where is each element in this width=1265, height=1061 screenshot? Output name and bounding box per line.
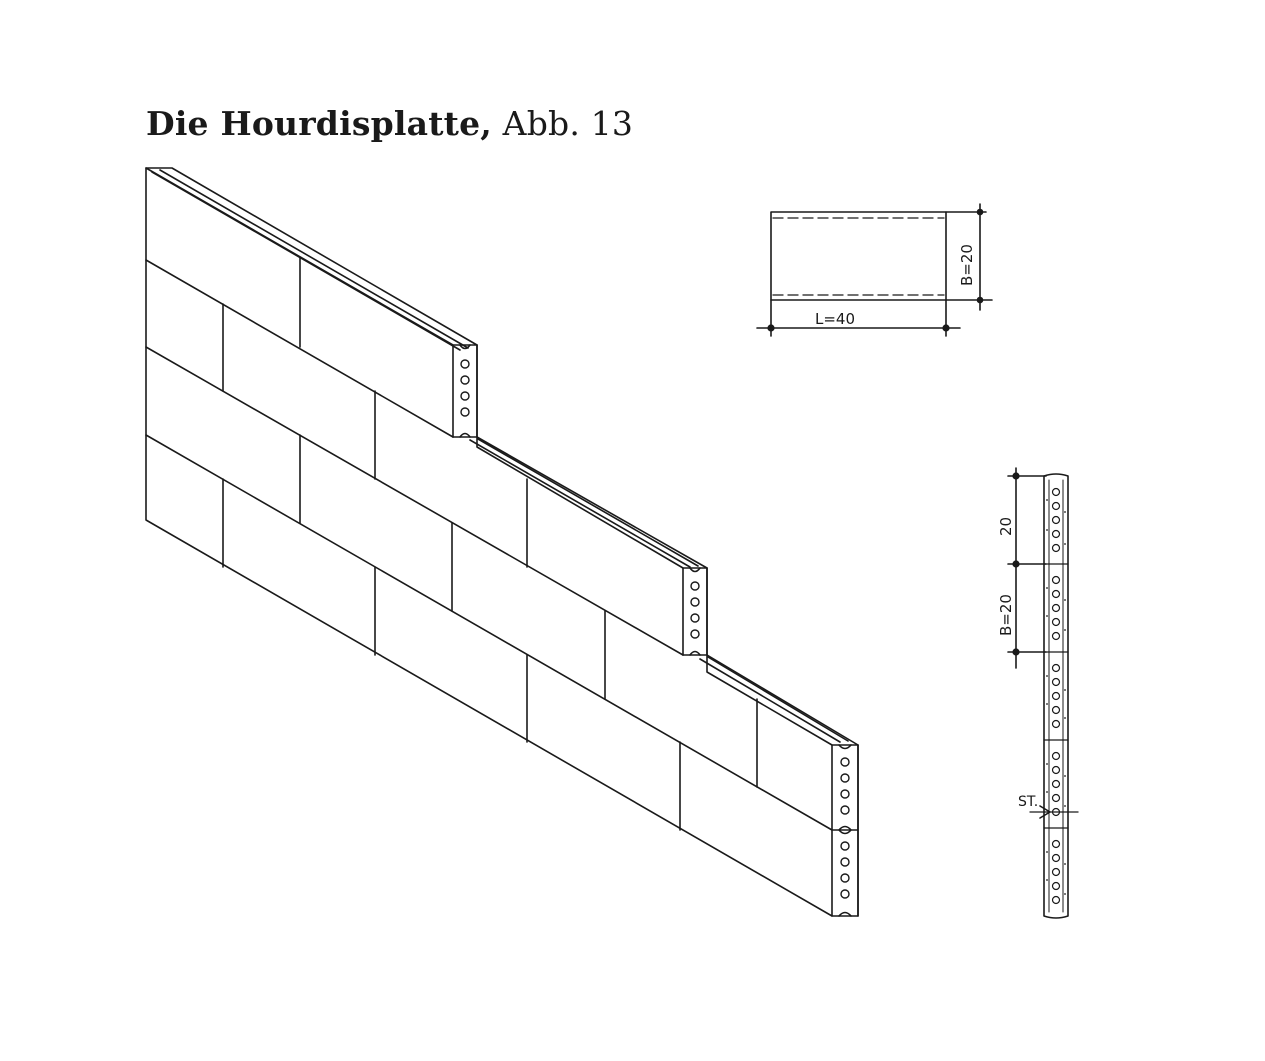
wall-outline (145, 167, 859, 917)
end-face-top (452, 344, 478, 438)
end-face-holes-bottom (840, 757, 850, 899)
section-outline (1043, 473, 1069, 919)
section-holes (1051, 487, 1061, 905)
section-top-label: 20 (997, 517, 1015, 536)
section-view (1007, 467, 1079, 919)
end-face-bottom (831, 744, 859, 917)
plan-width-label: B=20 (958, 244, 976, 286)
plan-length-label: L=40 (815, 310, 855, 328)
section-middle-label: B=20 (997, 594, 1015, 636)
plan-slab-outline (770, 211, 947, 301)
figure-title: Die Hourdisplatte, Abb. 13 (146, 104, 633, 143)
figure-title-main: Die Hourdisplatte, (146, 104, 492, 143)
course-line-2 (145, 346, 684, 656)
end-face-holes-top (460, 359, 470, 417)
plan-dim-length-line (756, 299, 961, 337)
section-stipple (1046, 499, 1066, 895)
section-joint-marker-arrow (1039, 805, 1051, 819)
end-face-holes-mid (690, 581, 700, 639)
course-line-3 (145, 434, 833, 831)
plan-view (756, 203, 993, 337)
isometric-wall (145, 167, 859, 917)
wall-top-edge-groove-2 (159, 169, 469, 349)
wall-step2-groove (699, 658, 841, 743)
section-joints (1043, 563, 1069, 829)
wall-step1-groove-2 (477, 438, 699, 567)
wall-top-edge-groove (151, 171, 461, 351)
end-face-notches (459, 344, 852, 917)
section-joint-label: ST. (1018, 794, 1038, 810)
wall-top-edge-upper (145, 167, 478, 346)
figure-title-number: Abb. 13 (491, 104, 634, 143)
wall-step1-groove (469, 439, 691, 568)
wall-step2-groove-2 (707, 656, 849, 742)
course-line-1 (145, 259, 454, 438)
end-face-mid (682, 567, 708, 656)
